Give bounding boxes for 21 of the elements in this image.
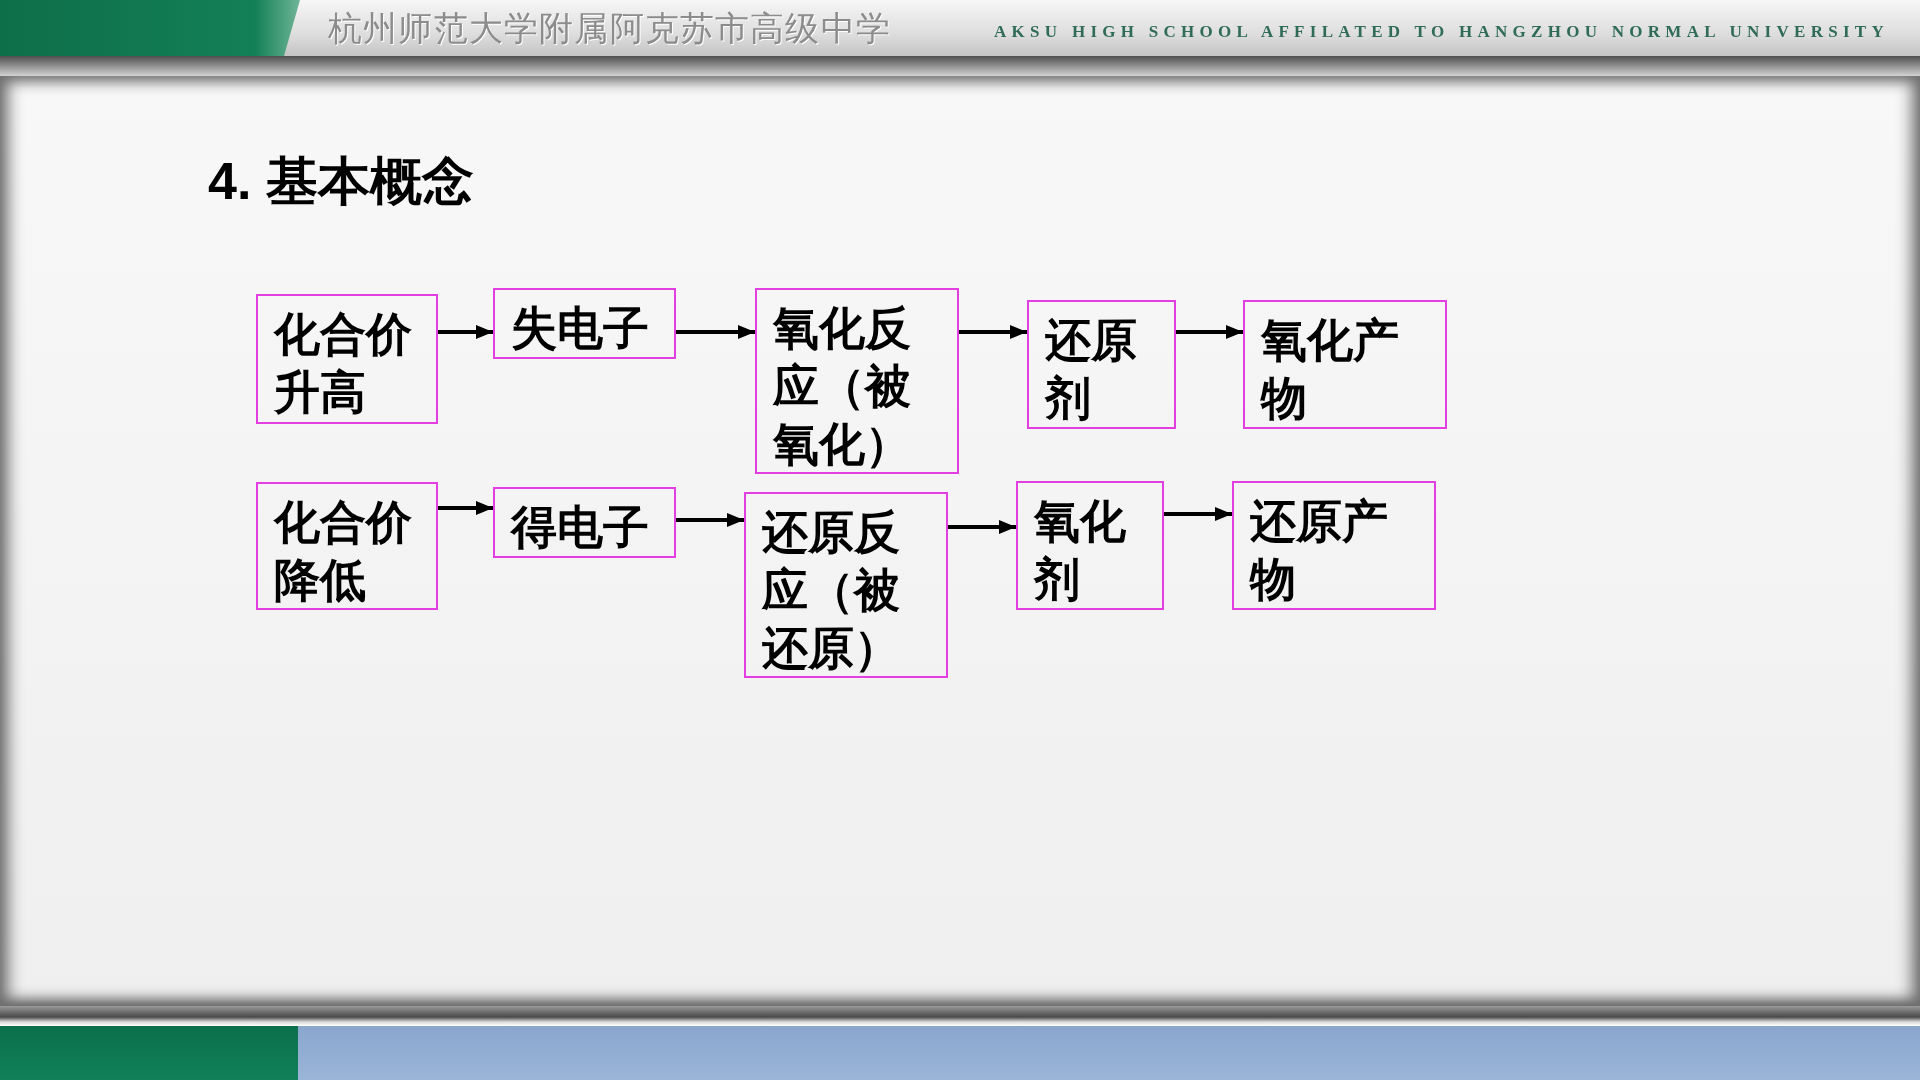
arrow — [438, 325, 493, 339]
concept-box: 化合价降低 — [256, 482, 438, 610]
concept-box: 氧化剂 — [1016, 481, 1164, 610]
arrow — [959, 325, 1027, 339]
concept-box: 氧化反应（被氧化） — [755, 288, 959, 474]
school-name: AKSU HIGH SCHOOL AFFILATED TO HANGZHOU NORMAL UNIVERSITY — [994, 21, 1889, 43]
concept-box: 还原产物 — [1232, 481, 1436, 610]
concept-box: 还原剂 — [1027, 300, 1176, 429]
concept-box: 还原反应（被还原） — [744, 492, 948, 678]
arrow — [438, 501, 493, 515]
concept-box: 失电子 — [493, 288, 676, 359]
arrow — [1176, 325, 1243, 339]
arrow — [676, 513, 744, 527]
arrow — [676, 325, 755, 339]
school-name: 杭州师范大学附属阿克苏市高级中学 — [328, 7, 891, 50]
arrow — [1164, 507, 1232, 521]
concept-box: 得电子 — [493, 487, 676, 558]
concept-box: 化合价升高 — [256, 294, 438, 424]
concept-box: 氧化产物 — [1243, 300, 1447, 429]
arrow — [948, 520, 1016, 534]
slide-title: 4. 基本概念 — [208, 151, 474, 212]
